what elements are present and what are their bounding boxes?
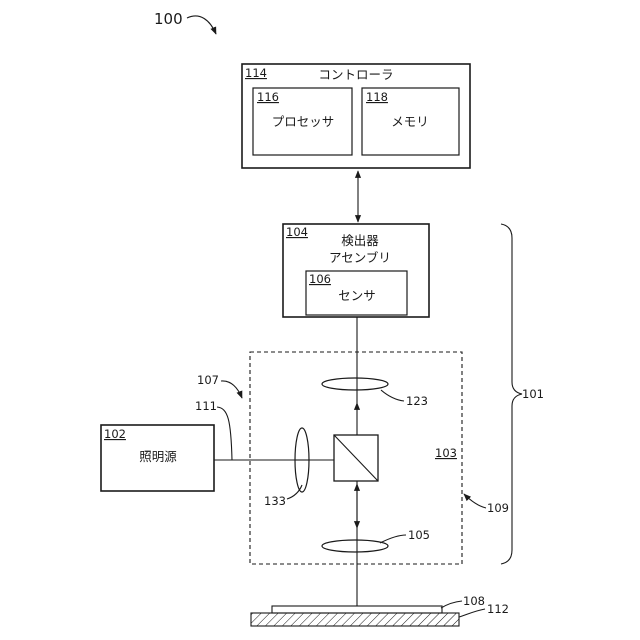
boundary-ref: 109 [487, 501, 509, 515]
illumination-source-ref: 102 [104, 427, 126, 441]
controller-label: コントローラ [318, 67, 393, 82]
system-ref-label: 100 [154, 10, 183, 28]
memory-box: 118 メモリ [362, 88, 459, 155]
memory-ref: 118 [366, 90, 388, 104]
processor-label: プロセッサ [272, 114, 335, 129]
detector-label-line2: アセンブリ [329, 250, 391, 265]
beam-path-ref: 111 [195, 399, 217, 413]
processor-ref: 116 [257, 90, 279, 104]
lens-left-ref: 133 [264, 494, 286, 508]
controller-ref: 114 [245, 66, 267, 80]
sensor-ref: 106 [309, 272, 331, 286]
beam-path-leader [217, 407, 232, 460]
sample [272, 606, 442, 613]
boundary-arrow [464, 494, 486, 508]
stage-leader [459, 609, 485, 617]
illumination-source-label: 照明源 [139, 449, 177, 464]
detector-label-line1: 検出器 [341, 233, 379, 248]
processor-box: 116 プロセッサ [253, 88, 352, 155]
stage [251, 613, 459, 626]
sample-ref: 108 [463, 594, 485, 608]
illumination-source-box: 102 照明源 [101, 425, 214, 491]
detector-ref: 104 [286, 225, 308, 239]
lens-bottom-ref: 105 [408, 528, 430, 542]
optics-ref: 103 [435, 446, 457, 460]
stage-ref: 112 [487, 602, 509, 616]
illumination-arm-arrow [221, 381, 242, 398]
memory-label: メモリ [391, 114, 429, 129]
system-ref-arrow [187, 16, 216, 34]
bracket-ref: 101 [522, 387, 544, 401]
beam-splitter [334, 435, 378, 481]
lens-bottom-leader [380, 535, 406, 543]
illumination-arm-ref: 107 [197, 373, 219, 387]
lens-top-ref: 123 [406, 394, 428, 408]
lens-top [322, 378, 388, 390]
lens-top-leader [381, 390, 404, 401]
lens-bottom [322, 540, 388, 552]
sample-leader [441, 601, 462, 608]
sensor-label: センサ [338, 288, 376, 303]
sensor-box: 106 センサ [306, 271, 407, 315]
